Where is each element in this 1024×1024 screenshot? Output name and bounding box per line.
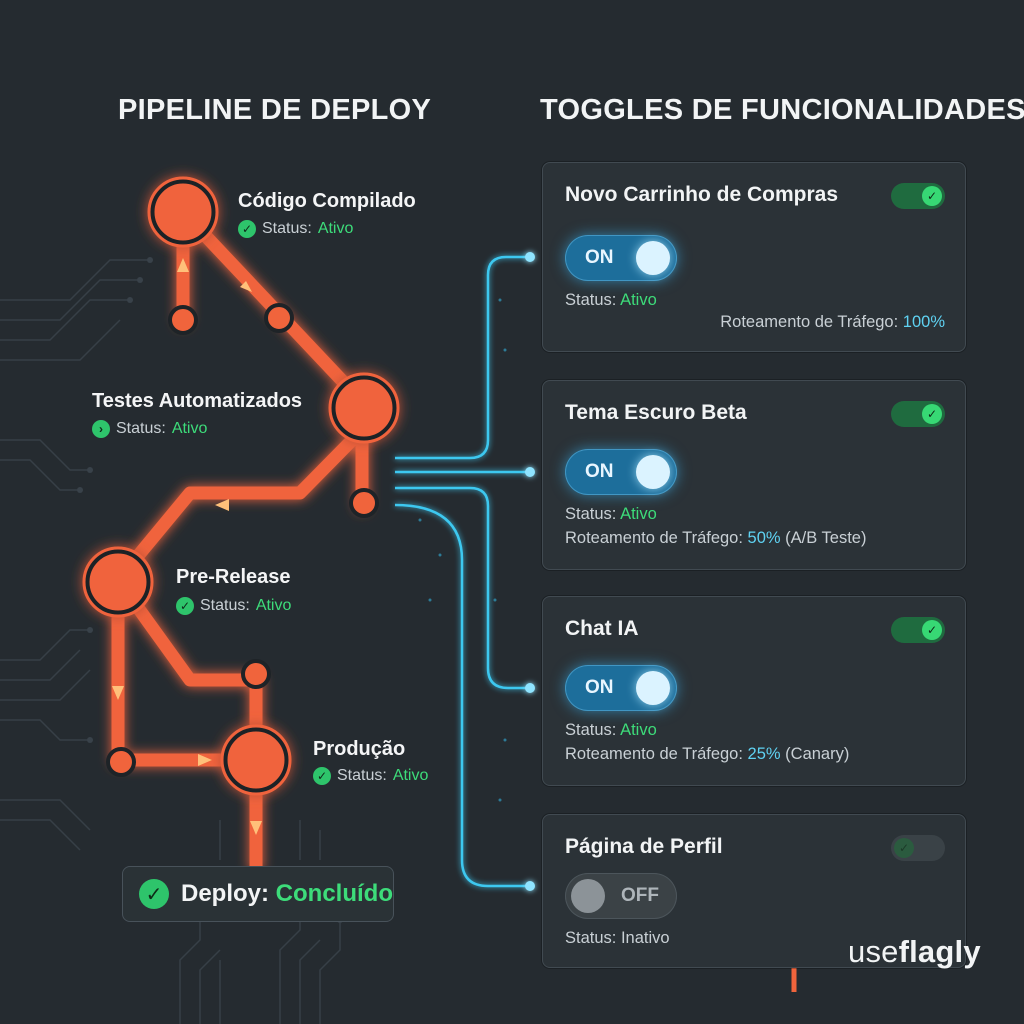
flag-connection-lines: [394, 255, 528, 888]
flag-toggle-switch[interactable]: ON: [565, 449, 677, 495]
toggle-state-label: ON: [585, 677, 614, 698]
toggle-state-label: OFF: [621, 885, 659, 906]
pipeline-arrows: [112, 258, 262, 835]
flag-enabled-switch[interactable]: ✓: [891, 617, 945, 643]
status-prefix: Status:: [116, 420, 166, 437]
logo-suffix: flagly: [898, 934, 981, 969]
flag-card-tema-escuro: Tema Escuro Beta ✓ ON Status: Ativo Rote…: [542, 380, 966, 570]
traffic-percent: 25%: [747, 745, 781, 763]
logo-prefix: use: [848, 934, 899, 969]
status-prefix: Status:: [200, 597, 250, 614]
flag-toggle-switch[interactable]: OFF: [565, 873, 677, 919]
deploy-status: Concluído: [275, 880, 393, 907]
status-prefix: Status:: [262, 220, 312, 237]
flag-toggle-switch[interactable]: ON: [565, 235, 677, 281]
flag-name: Novo Carrinho de Compras: [565, 183, 839, 206]
flag-enabled-switch[interactable]: ✓: [891, 401, 945, 427]
check-icon: ✓: [922, 404, 942, 424]
flag-traffic: Roteamento de Tráfego: 50% (A/B Teste): [565, 529, 866, 548]
check-circle-icon: ✓: [139, 879, 169, 909]
stage-status: ✓ Status: Ativo: [238, 220, 353, 238]
flag-card-pagina-perfil: Página de Perfil ✓ OFF Status: Inativo: [542, 814, 966, 968]
check-icon: ✓: [922, 186, 942, 206]
traffic-label: Roteamento de Tráfego:: [565, 745, 743, 763]
status-value: Ativo: [317, 220, 354, 237]
flag-name: Página de Perfil: [565, 835, 723, 858]
stage-title: Código Compilado: [238, 190, 416, 212]
traffic-label: Roteamento de Tráfego:: [720, 313, 899, 331]
check-circle-icon: ✓: [176, 597, 194, 615]
traffic-percent: 50%: [747, 529, 781, 547]
flag-card-novo-carrinho: Novo Carrinho de Compras ✓ ON Status: At…: [542, 162, 966, 352]
check-circle-icon: ✓: [313, 767, 331, 785]
useflagly-logo: useflagly: [790, 934, 981, 970]
toggle-knob: [636, 455, 670, 489]
flag-enabled-switch[interactable]: ✓: [891, 183, 945, 209]
deploy-label: Deploy:: [180, 880, 269, 907]
stage-title: Pre-Release: [176, 566, 291, 588]
flag-status: Status: Ativo: [565, 291, 657, 310]
flag-traffic: Roteamento de Tráfego: 25% (Canary): [565, 745, 849, 764]
stage-status: ✓ Status: Ativo: [313, 767, 428, 785]
status-prefix: Status:: [565, 291, 617, 309]
status-value: Inativo: [620, 929, 670, 947]
traffic-label: Roteamento de Tráfego:: [565, 529, 743, 547]
pipeline-nodes: [82, 176, 400, 796]
stage-status: ✓ Status: Ativo: [176, 597, 291, 615]
pipeline-heading: PIPELINE DE DEPLOY: [118, 94, 432, 126]
toggle-knob: [571, 879, 605, 913]
toggle-state-label: ON: [585, 247, 614, 268]
traffic-percent: 100%: [902, 313, 945, 331]
pipeline-junctions: [106, 303, 379, 777]
stage-title: Produção: [313, 738, 406, 760]
toggle-state-label: ON: [585, 461, 614, 482]
stage-status: › Status: Ativo: [92, 420, 207, 438]
check-icon: ✓: [894, 838, 914, 858]
status-prefix: Status:: [565, 721, 617, 739]
flag-status: Status: Ativo: [565, 721, 657, 740]
check-circle-icon: ✓: [238, 220, 256, 238]
flag-enabled-switch[interactable]: ✓: [891, 835, 945, 861]
toggles-heading: TOGGLES DE FUNCIONALIDADES: [540, 94, 1024, 126]
flag-card-chat-ia: Chat IA ✓ ON Status: Ativo Roteamento de…: [542, 596, 966, 786]
status-value: Ativo: [620, 291, 657, 309]
status-value: Ativo: [392, 767, 429, 784]
status-prefix: Status:: [565, 929, 617, 947]
flag-status: Status: Ativo: [565, 505, 657, 524]
status-value: Ativo: [620, 505, 657, 523]
deploy-status-box: ✓ Deploy: Concluído: [122, 866, 394, 922]
status-prefix: Status:: [565, 505, 617, 523]
flag-toggle-switch[interactable]: ON: [565, 665, 677, 711]
toggle-knob: [636, 671, 670, 705]
flag-name: Chat IA: [565, 617, 639, 640]
status-value: Ativo: [171, 420, 208, 437]
flag-traffic: Roteamento de Tráfego: 100%: [720, 313, 945, 332]
flag-status: Status: Inativo: [565, 929, 670, 948]
check-icon: ✓: [922, 620, 942, 640]
traffic-note: (A/B Teste): [785, 529, 867, 547]
status-value: Ativo: [255, 597, 292, 614]
status-value: Ativo: [620, 721, 657, 739]
toggle-knob: [636, 241, 670, 275]
traffic-note: (Canary): [785, 745, 850, 763]
flag-name: Tema Escuro Beta: [565, 401, 747, 424]
stage-title: Testes Automatizados: [92, 390, 303, 412]
check-circle-icon: ›: [92, 420, 110, 438]
status-prefix: Status:: [337, 767, 387, 784]
